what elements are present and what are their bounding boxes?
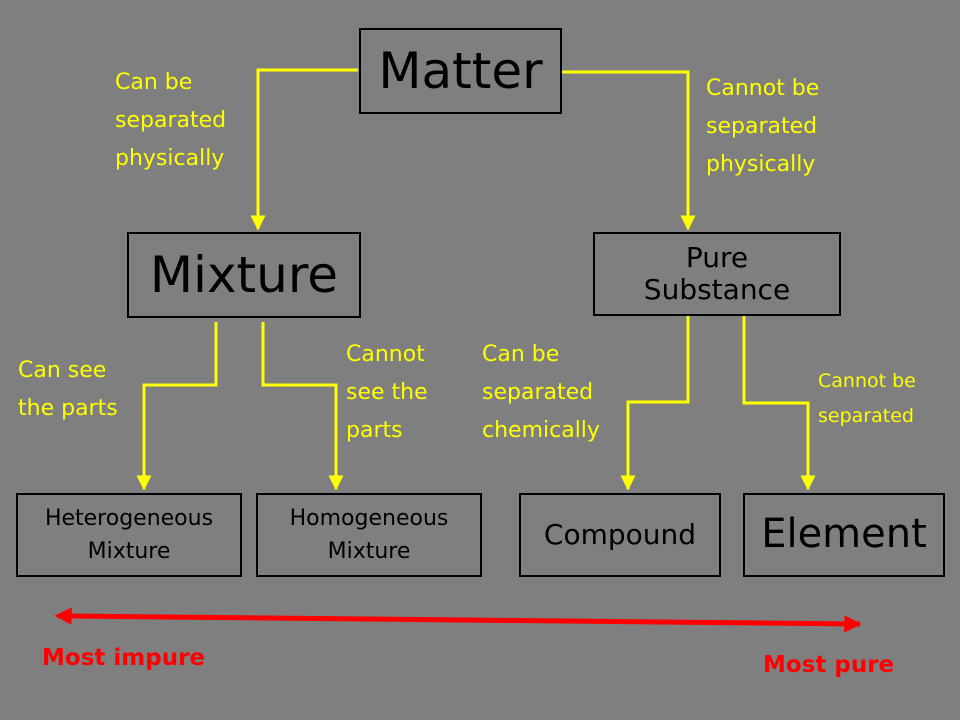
connector-pure-to-element bbox=[742, 316, 816, 491]
connector-mixture-to-homogeneous bbox=[261, 322, 344, 491]
node-matter-label: Matter bbox=[378, 41, 543, 100]
node-homogeneous-mixture: Homogeneous Mixture bbox=[256, 493, 482, 577]
edge-label-can-be-separated-chemically: Can be separated chemically bbox=[482, 342, 600, 443]
edge-label-cannot-be-separated-physically: Cannot be separated physically bbox=[706, 76, 820, 177]
node-pure-substance-label: Pure Substance bbox=[643, 240, 791, 306]
node-compound: Compound bbox=[519, 493, 721, 577]
edge-label-can-be-separated-physically: Can be separated physically bbox=[115, 70, 227, 171]
connector-matter-to-mixture bbox=[250, 68, 358, 231]
node-matter: Matter bbox=[359, 28, 562, 114]
connector-mixture-to-heterogeneous bbox=[136, 322, 218, 491]
node-heterogeneous-mixture: Heterogeneous Mixture bbox=[16, 493, 242, 577]
edge-label-cannot-be-separated: Cannot be separated bbox=[818, 370, 916, 428]
edge-label-can-see-the-parts: Can see the parts bbox=[18, 358, 118, 421]
node-mixture: Mixture bbox=[127, 232, 361, 318]
purity-scale-arrow bbox=[54, 607, 862, 633]
connector-matter-to-pure-substance bbox=[562, 70, 696, 231]
node-mixture-label: Mixture bbox=[149, 245, 339, 304]
node-element: Element bbox=[743, 493, 945, 577]
edge-label-cannot-see-the-parts: Cannot see the parts bbox=[346, 342, 428, 443]
node-homogeneous-mixture-label: Homogeneous Mixture bbox=[289, 506, 449, 564]
purity-scale-label-most-pure: Most pure bbox=[763, 652, 895, 678]
purity-scale-label-most-impure: Most impure bbox=[42, 645, 206, 671]
node-heterogeneous-mixture-label: Heterogeneous Mixture bbox=[44, 506, 214, 564]
node-compound-label: Compound bbox=[543, 518, 697, 552]
connector-pure-to-compound bbox=[620, 316, 690, 491]
node-element-label: Element bbox=[761, 511, 927, 558]
node-pure-substance: Pure Substance bbox=[593, 232, 841, 316]
